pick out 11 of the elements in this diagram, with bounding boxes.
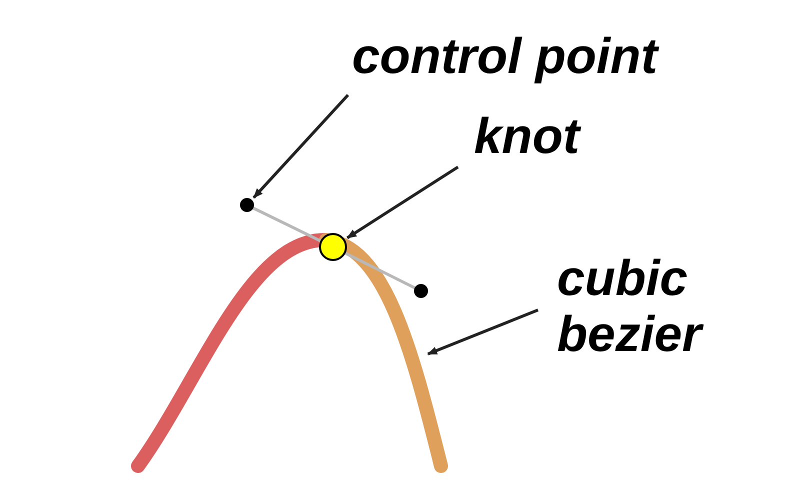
control-point-dot (240, 198, 254, 212)
callout-label: knot (474, 108, 624, 164)
callout-label: control point (352, 28, 742, 84)
tangent-handle-line (252, 206, 322, 243)
control-point-dot (414, 284, 428, 298)
leader-arrow (346, 166, 459, 240)
tangent-handle-line (344, 251, 416, 290)
callout-label: cubic bezier (557, 250, 747, 362)
leader-arrow (427, 308, 539, 356)
leader-arrow (252, 94, 350, 199)
knot-circle (319, 233, 347, 261)
